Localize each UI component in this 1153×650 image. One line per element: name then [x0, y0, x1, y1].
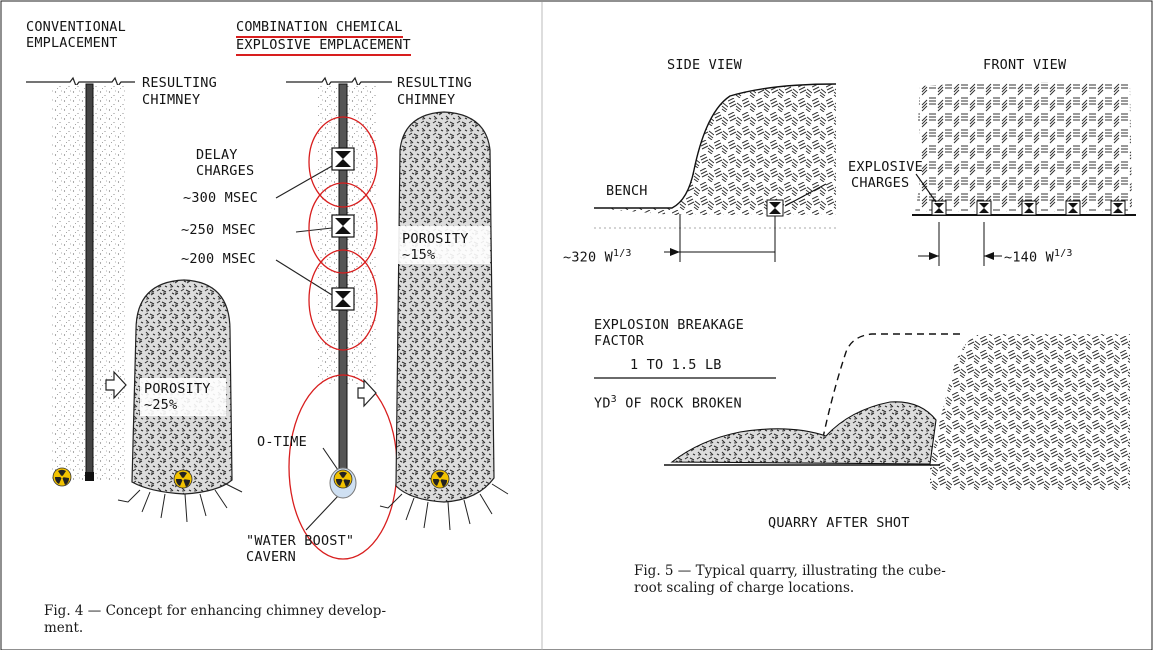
dim-arrow-140-right	[984, 252, 994, 260]
label-delay-l1: DELAY	[196, 148, 238, 163]
explosive-charge-side	[767, 200, 783, 216]
label-otime: O-TIME	[257, 435, 307, 450]
label-porosity-a-l2: ~25%	[144, 398, 177, 413]
borehole-combination	[339, 84, 347, 479]
title-conventional-l2: EMPLACEMENT	[26, 36, 118, 51]
leader-otime	[323, 448, 338, 470]
ground-line-left	[26, 78, 135, 86]
quarry-rock-face	[930, 334, 1130, 490]
label-porosity-a-l1: POROSITY	[144, 382, 211, 397]
label-resulting-1: RESULTING	[142, 76, 217, 91]
explosive-charge-front	[1066, 201, 1080, 215]
dist-320-exponent: 1/3	[613, 248, 632, 259]
delay-charge-200	[332, 288, 354, 310]
device-conventional	[85, 472, 94, 481]
dim-arrow-320	[670, 248, 680, 256]
delay-charge-250	[332, 215, 354, 237]
denominator-unit: YD	[594, 396, 611, 412]
borehole-conventional	[86, 84, 93, 476]
label-side-view: SIDE VIEW	[667, 58, 742, 73]
label-msec-250: ~250 MSEC	[181, 223, 256, 238]
explosive-charge-front	[977, 201, 991, 215]
chimney-combination	[396, 112, 494, 502]
label-chimney-1: CHIMNEY	[142, 93, 200, 108]
denominator-rest: OF ROCK BROKEN	[617, 396, 742, 412]
radiation-icon	[174, 470, 192, 488]
caption-fig4-l2: ment.	[44, 620, 83, 637]
title-combination-l1: COMBINATION CHEMICAL	[236, 20, 403, 38]
dist-320-text: ~320 W	[563, 250, 613, 266]
explosive-charge-front	[1022, 201, 1036, 215]
label-dist-320: ~320 W1/3	[563, 246, 632, 266]
caption-fig5-l2: root scaling of charge locations.	[634, 580, 854, 597]
radiation-icon	[431, 470, 449, 488]
side-view-mask	[594, 216, 839, 246]
dist-140-text: ~140 W	[1004, 250, 1054, 266]
label-front-view: FRONT VIEW	[983, 58, 1066, 73]
title-combination-l2: EXPLOSIVE EMPLACEMENT	[236, 38, 411, 56]
caption-fig4-l1: Fig. 4 — Concept for enhancing chimney d…	[44, 603, 386, 620]
label-water-boost-l2: CAVERN	[246, 550, 296, 565]
label-porosity-b-l1: POROSITY	[402, 232, 469, 247]
label-breakage-l2: FACTOR	[594, 334, 644, 349]
explosive-charge-front	[932, 201, 946, 215]
label-msec-200: ~200 MSEC	[181, 252, 256, 267]
label-bench: BENCH	[606, 184, 648, 199]
leader-cavern	[306, 496, 338, 530]
dim-arrow-140-left	[929, 252, 939, 260]
label-msec-300: ~300 MSEC	[183, 191, 258, 206]
delay-charge-300	[332, 148, 354, 170]
label-denominator: YD3 OF ROCK BROKEN	[594, 392, 742, 412]
label-quarry-after-shot: QUARRY AFTER SHOT	[768, 516, 910, 531]
label-explosive-l2: CHARGES	[851, 176, 909, 191]
label-resulting-2: RESULTING	[397, 76, 472, 91]
label-chimney-2: CHIMNEY	[397, 93, 455, 108]
label-explosive-l1: EXPLOSIVE	[848, 160, 923, 175]
title-conventional-l1: CONVENTIONAL	[26, 20, 126, 35]
label-delay-l2: CHARGES	[196, 164, 254, 179]
label-breakage-l1: EXPLOSION BREAKAGE	[594, 318, 744, 333]
label-porosity-b-l2: ~15%	[402, 248, 435, 263]
dist-140-exponent: 1/3	[1054, 248, 1073, 259]
front-view-rock	[915, 82, 1132, 212]
label-water-boost-l1: "WATER BOOST"	[246, 534, 354, 549]
label-numerator: 1 TO 1.5 LB	[630, 358, 722, 373]
caption-fig5-l1: Fig. 5 — Typical quarry, illustrating th…	[634, 563, 946, 580]
radiation-icon	[53, 468, 71, 486]
radiation-icon	[334, 470, 352, 488]
explosive-charge-front	[1111, 201, 1125, 215]
label-dist-140: ~140 W1/3	[1004, 246, 1073, 266]
